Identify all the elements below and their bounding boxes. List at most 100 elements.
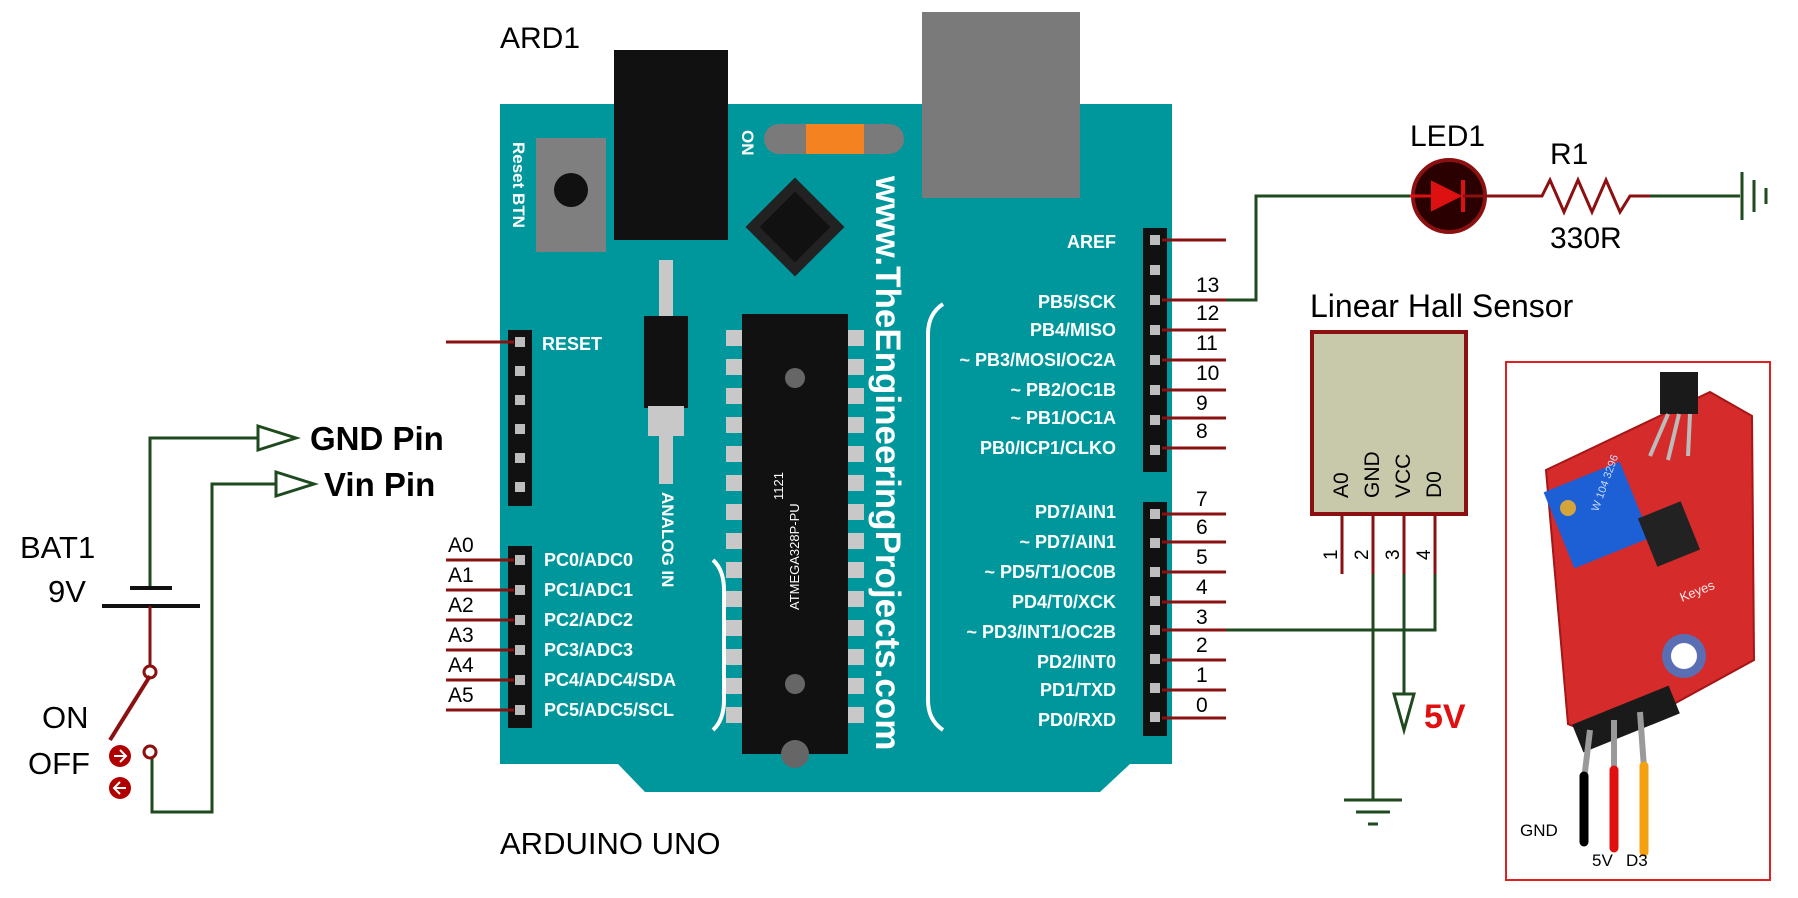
digital-pin-number: 5: [1196, 546, 1208, 569]
led-designator: LED1: [1410, 120, 1485, 153]
analog-pin-label: PC2/ADC2: [544, 610, 633, 630]
chip-leg-right: [848, 504, 864, 520]
analog-pin-label: PC5/ADC5/SCL: [544, 700, 674, 720]
chip-leg-right: [848, 359, 864, 375]
supply-label: 5V: [1424, 698, 1466, 736]
analog-pin-row-a4: PC4/ADC4/SDA A4: [446, 654, 676, 690]
pot-screw: [1560, 500, 1576, 516]
chip-part: ATMEGA328P-PU: [787, 503, 802, 610]
header-pin: [1150, 445, 1160, 455]
digital-pin-row-4: PD4/T0/XCK 4: [1012, 576, 1226, 612]
digital-pin-label: PD4/T0/XCK: [1012, 592, 1116, 612]
digital-pin-row-12: PB4/MISO 12: [1030, 302, 1226, 340]
digital-pin-label: ~ PB2/OC1B: [1010, 380, 1116, 400]
module-header: [1572, 685, 1680, 753]
sensor-pin-number: 2: [1352, 549, 1373, 560]
analog-pin-name: A5: [448, 684, 474, 707]
analog-pin-label: PC1/ADC1: [544, 580, 633, 600]
chip-leg-left: [726, 388, 742, 404]
chip-leg-left: [726, 533, 742, 549]
hall-chip-lead: [1666, 413, 1681, 461]
on-indicator-led: [806, 124, 864, 154]
battery-voltage: 9V: [48, 574, 86, 609]
chip-leg-right: [848, 678, 864, 694]
header-pin: [515, 337, 525, 347]
analog-pin-name: A0: [448, 534, 474, 557]
chip-leg-right: [848, 475, 864, 491]
digital-pin-row-0: PD0/RXD 0: [1038, 694, 1226, 730]
pin13-wire: [1226, 194, 1412, 302]
voltage-regulator-base: [648, 406, 684, 436]
switch-down-arrow-icon: [112, 781, 126, 795]
header-pin: [515, 482, 525, 492]
header-pin: [1150, 712, 1160, 722]
chip-leg-left: [726, 562, 742, 578]
digital-pin-number: 11: [1196, 332, 1218, 355]
chip-leg-left: [726, 446, 742, 462]
chip-leg-right: [848, 330, 864, 346]
digital-pin-row-7: PD7/AIN1 7: [1035, 488, 1226, 522]
header-pin: [515, 615, 525, 625]
digital-pin-number: 4: [1196, 576, 1208, 599]
sensor-pin-label: D0: [1423, 471, 1446, 498]
digital-pin-row-3: ~ PD3/INT1/OC2B 3: [966, 606, 1226, 642]
digital-pin-number: 0: [1196, 694, 1208, 717]
digital-pin-label: PB4/MISO: [1030, 320, 1116, 340]
chip-dot-top: [785, 368, 805, 388]
voltage-regulator: [644, 316, 688, 408]
digital-pin-number: 3: [1196, 606, 1208, 629]
digital-pin-label: PD2/INT0: [1037, 652, 1116, 672]
header-pin: [1150, 265, 1160, 275]
header-pin: [515, 705, 525, 715]
digital-pin-label: PB0/ICP1/CLKO: [980, 438, 1116, 458]
digital-pin-row-10: ~ PB2/OC1B 10: [1010, 362, 1226, 400]
header-pin: [1150, 625, 1160, 635]
chip-leg-left: [726, 475, 742, 491]
battery-designator: BAT1: [20, 530, 95, 565]
digital-pin-label: ~ PD7/AIN1: [1019, 532, 1116, 552]
digital-header-bottom: [1143, 502, 1167, 736]
aref-label: AREF: [1067, 232, 1116, 252]
analog-in-label: ANALOG IN: [658, 492, 677, 587]
chip-leg-left: [726, 707, 742, 723]
sensor-pin-number: 4: [1414, 549, 1435, 560]
switch-lever[interactable]: [108, 674, 152, 742]
sensor-pin-number: 3: [1383, 549, 1404, 560]
reset-button-knob[interactable]: [554, 173, 588, 207]
chip-leg-right: [848, 649, 864, 665]
digital-bracket: [926, 302, 945, 732]
gnd-terminal-arrow: [256, 423, 301, 453]
header-pin: [1150, 538, 1160, 548]
analog-pin-label: PC0/ADC0: [544, 550, 633, 570]
digital-pin-label: PD1/TXD: [1040, 680, 1116, 700]
reset-btn-label: Reset BTN: [509, 142, 528, 228]
header-pin: [1150, 415, 1160, 425]
digital-pin-label: PB5/SCK: [1038, 292, 1116, 312]
chip-leg-right: [848, 388, 864, 404]
header-pins: [515, 235, 1160, 722]
digital-pin-number: 10: [1196, 362, 1219, 385]
module-ic: [1637, 501, 1701, 567]
sensor-pin-number: 1: [1321, 549, 1342, 560]
chip-leg-right: [848, 620, 864, 636]
analog-bracket: [711, 558, 726, 732]
website-label: www.TheEngineeringProjects.com: [868, 175, 907, 750]
module-photo: W 104 3296 Keyes GND 5V D3: [1520, 372, 1756, 870]
vin-wire: [150, 482, 280, 814]
digital-pin-row-2: PD2/INT0 2: [1037, 634, 1226, 672]
chip-leg-right: [848, 562, 864, 578]
gnd-wire: [148, 436, 258, 586]
chip-leg-right: [848, 446, 864, 462]
digital-pin-row-8: PB0/ICP1/CLKO 8: [980, 420, 1226, 458]
header-pin: [1150, 325, 1160, 335]
chip-leg-right: [848, 591, 864, 607]
arduino-designator: ARD1: [500, 22, 580, 55]
resistor-body: [1526, 176, 1650, 216]
header-pin: [515, 453, 525, 463]
analog-pin-label: PC3/ADC3: [544, 640, 633, 660]
chip-notch: [781, 740, 809, 768]
digital-pin-number: 13: [1196, 274, 1219, 297]
hall-chip-lead: [1648, 413, 1670, 457]
digital-pin-label: PD0/RXD: [1038, 710, 1116, 730]
